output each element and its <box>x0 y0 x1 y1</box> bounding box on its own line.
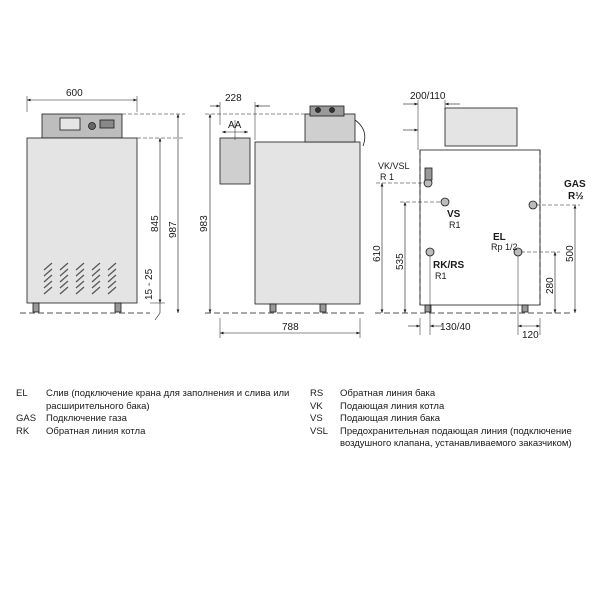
legend-row: RS Обратная линия бака <box>310 388 595 401</box>
label-vs-size: R1 <box>449 220 461 230</box>
legend-description: Подающая линия котла <box>340 400 445 412</box>
legend-code: EL <box>16 388 28 399</box>
dim-983: 983 <box>199 215 210 232</box>
label-gas: GAS <box>564 179 586 190</box>
legend-description: Предохранительная подающая линия (подклю… <box>340 425 572 450</box>
dim-228: 228 <box>225 93 242 104</box>
legend-row: VSL Предохранительная подающая линия (под… <box>310 426 595 451</box>
label-gas-size: R½ <box>568 191 584 202</box>
side-controller <box>304 113 356 143</box>
legend-code: RS <box>310 388 324 399</box>
legend-code: VS <box>310 413 323 425</box>
dim-130-40: 130/40 <box>440 322 471 333</box>
legend-description: Обратная линия бака <box>340 388 436 399</box>
legend-code: GAS <box>16 413 37 425</box>
legend-row: RK Обратная линия котла <box>16 426 306 439</box>
dim-aa: AA <box>228 120 242 131</box>
legend-row: VS Подающая линия бака <box>310 413 595 426</box>
legend-code: VK <box>310 400 323 412</box>
dim-280: 280 <box>545 277 556 294</box>
legend-description: Слив (подключение крана для заполнения и… <box>46 388 290 412</box>
legend-description: Обратная линия котла <box>46 425 146 437</box>
side-flue <box>219 137 251 185</box>
dim-600: 600 <box>66 88 83 99</box>
dim-120: 120 <box>522 330 539 341</box>
front-view <box>20 96 185 321</box>
label-rk-rs: RK/RS <box>433 260 464 271</box>
side-view <box>205 102 366 338</box>
dim-15-25: 15 - 25 <box>144 268 155 300</box>
legend-description: Подающая линия бака <box>340 413 441 425</box>
back-flue-box <box>444 107 518 147</box>
legend-row: VK Подающая линия котла <box>310 401 595 414</box>
legend-description: Подключение газа <box>46 413 127 425</box>
legend-code: VSL <box>310 425 328 437</box>
label-el: EL <box>493 232 506 243</box>
conn-rk-rs <box>425 247 435 257</box>
dim-788: 788 <box>282 322 299 333</box>
label-rk-rs-size: R1 <box>435 271 447 281</box>
dim-535: 535 <box>395 253 406 270</box>
label-vk-vsl: VK/VSL <box>378 161 410 171</box>
legend-left: EL Слив (подключение крана для заполнения… <box>16 388 306 438</box>
front-louvers <box>43 262 117 295</box>
side-body <box>254 141 361 305</box>
conn-vs <box>440 197 450 207</box>
label-el-size: Rp 1/2 <box>491 242 518 252</box>
technical-drawing: 600 845 987 15 - 25 228 AA 983 788 <box>20 88 586 341</box>
legend-row: GAS Подключение газа <box>16 413 306 426</box>
dim-845: 845 <box>150 215 161 232</box>
back-view <box>375 100 580 335</box>
dim-500: 500 <box>565 245 576 262</box>
legend-row: EL Слив (подключение крана для заполнения… <box>16 388 306 413</box>
dim-610: 610 <box>372 245 383 262</box>
back-body <box>419 149 541 306</box>
dim-987: 987 <box>168 221 179 238</box>
label-vk-vsl-size: R 1 <box>380 172 394 182</box>
dim-200-110: 200/110 <box>410 91 446 102</box>
legend-code: RK <box>16 425 30 437</box>
conn-gas <box>528 200 538 210</box>
front-body <box>26 137 138 304</box>
label-vs: VS <box>447 209 461 220</box>
